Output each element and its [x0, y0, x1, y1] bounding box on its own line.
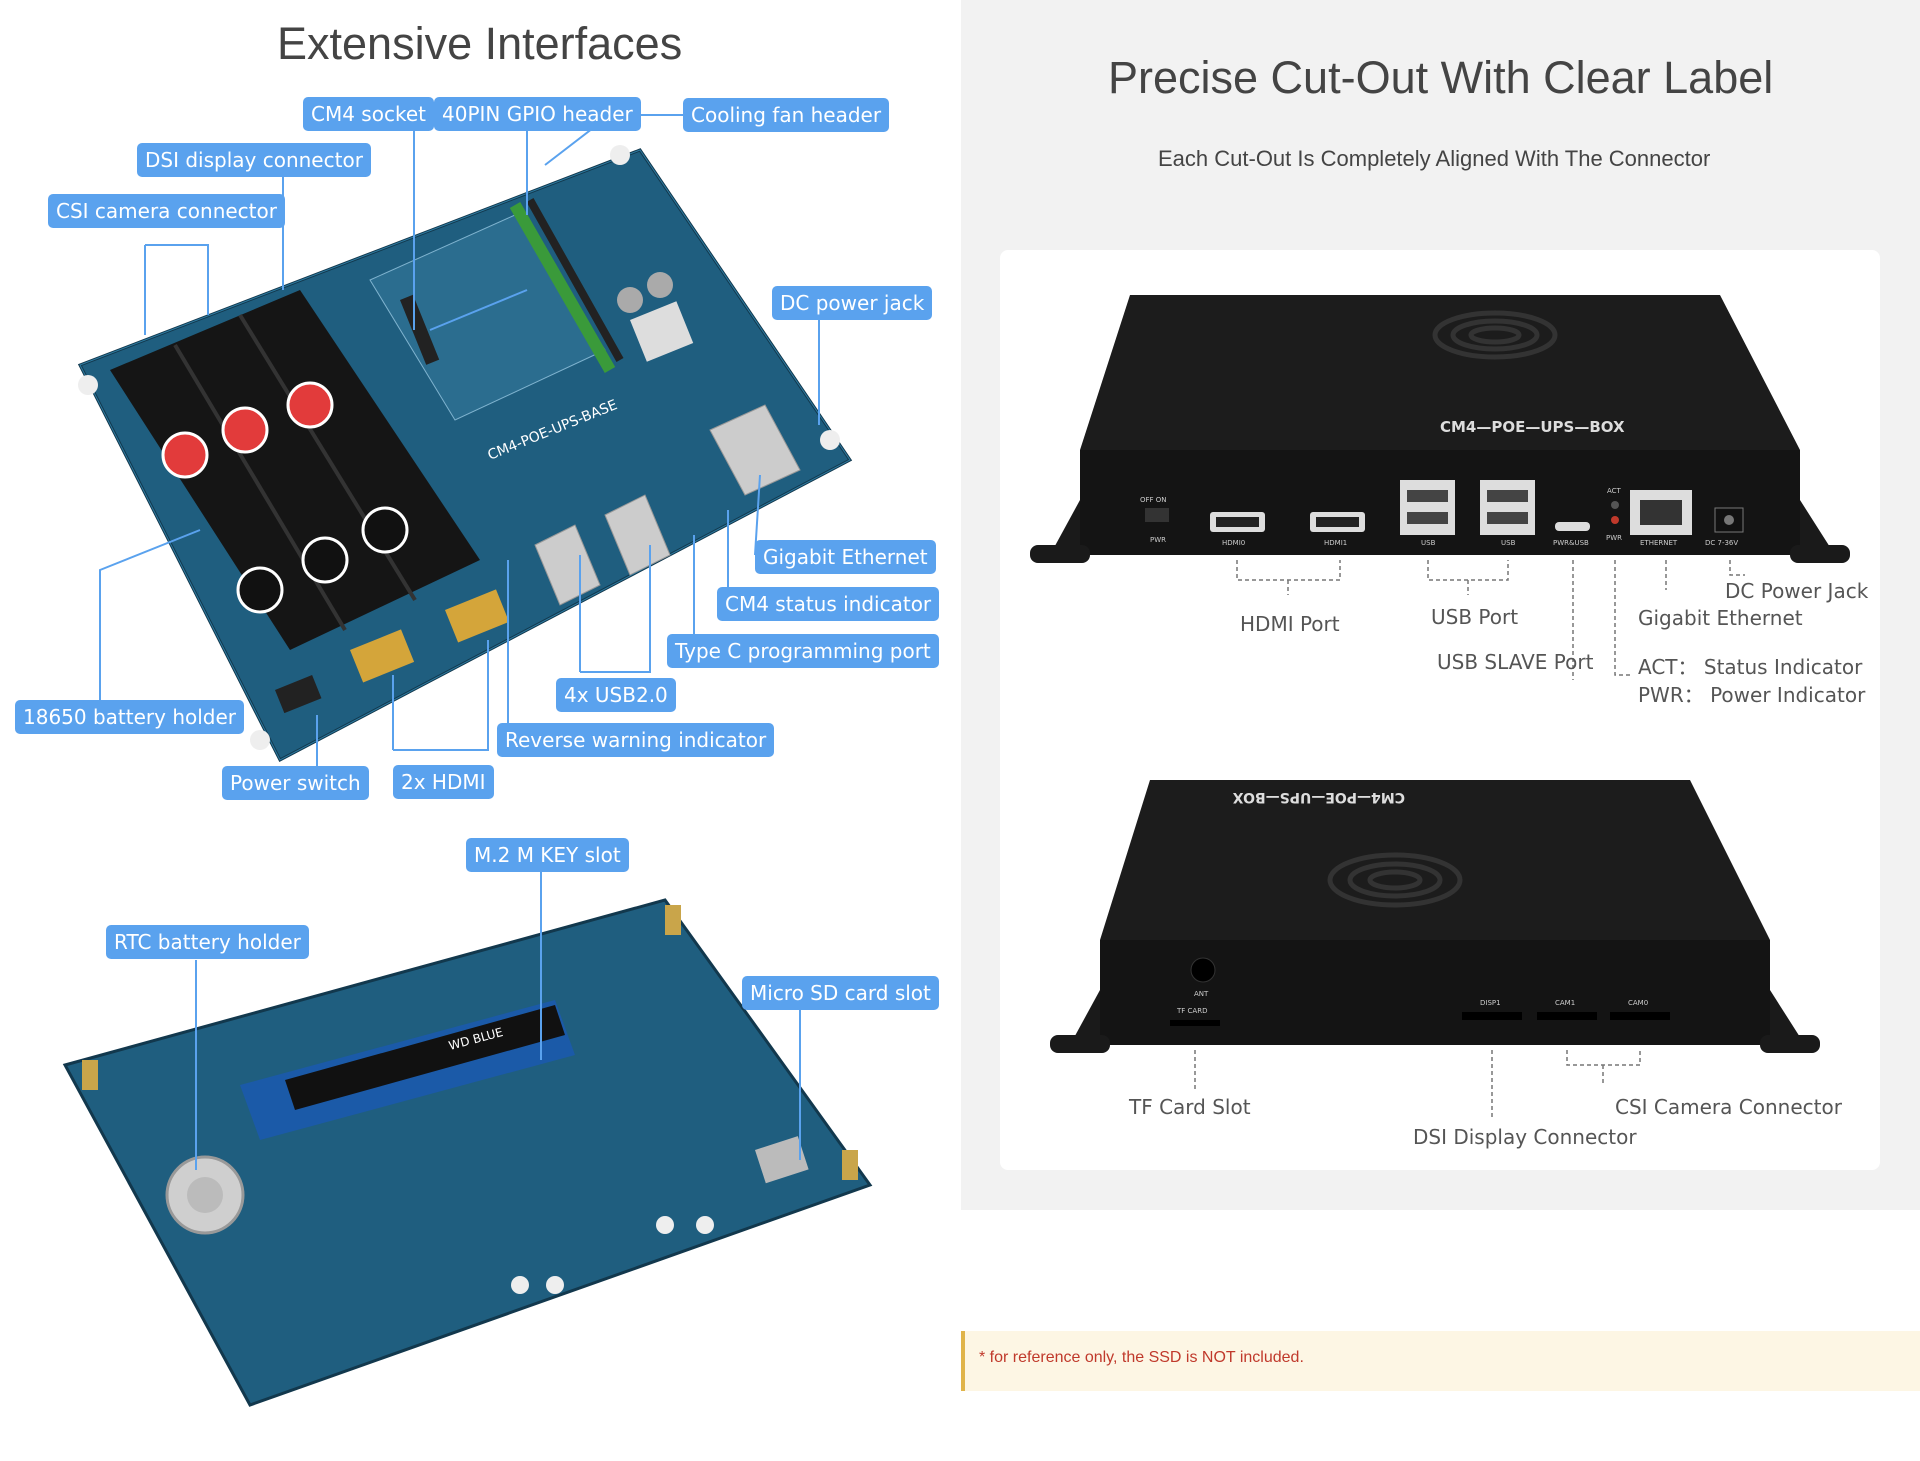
tag-rtc-battery: RTC battery holder	[106, 925, 309, 959]
silk-pwr-led: PWR	[1606, 534, 1622, 542]
back-box-name: CM4—POE—UPS—BOX	[1233, 789, 1405, 805]
tag-reverse-warning: Reverse warning indicator	[497, 723, 775, 757]
tag-cm4-status: CM4 status indicator	[717, 587, 940, 621]
tag-csi-camera: CSI camera connector	[48, 194, 285, 228]
label-usb-slave: USB SLAVE Port	[1437, 650, 1594, 674]
bottom-pcb-board	[62, 898, 873, 1407]
label-csi-camera: CSI Camera Connector	[1615, 1095, 1842, 1119]
tag-cooling-fan: Cooling fan header	[683, 98, 890, 132]
tag-usb: 4x USB2.0	[556, 678, 676, 712]
silk-ant: ANT	[1194, 990, 1209, 998]
tag-cm4-socket: CM4 socket	[303, 97, 434, 131]
silk-off-on: OFF ON	[1140, 496, 1167, 504]
precise-cutout-subtitle: Each Cut-Out Is Completely Aligned With …	[1158, 146, 1711, 171]
case-illustrations: CM4—POE—UPS—BOX OFF ON PWR HDMI0 HDMI1 U…	[1030, 295, 1850, 1120]
silk-ethernet: ETHERNET	[1640, 539, 1678, 547]
tag-gpio-header: 40PIN GPIO header	[434, 97, 641, 131]
battery-holder-shape	[110, 290, 480, 650]
silk-dc: DC 7-36V	[1705, 539, 1738, 547]
silk-pwr-usb: PWR&USB	[1553, 539, 1589, 547]
front-box-name: CM4—POE—UPS—BOX	[1440, 418, 1625, 436]
tag-m2-slot: M.2 M KEY slot	[466, 838, 629, 872]
tag-dsi-display: DSI display connector	[137, 143, 371, 177]
front-case-top	[1080, 295, 1800, 450]
board-illustrations: CM4-POE-UPS-BASE WD BLUE	[62, 114, 873, 1407]
label-act: ACT： Status Indicator	[1638, 655, 1863, 679]
silk-hdmi0: HDMI0	[1222, 539, 1245, 547]
silk-pwr-switch: PWR	[1150, 536, 1166, 544]
silk-usb-b: USB	[1501, 539, 1516, 547]
tag-power-switch: Power switch	[222, 766, 369, 800]
silk-tf-card: TF CARD	[1176, 1007, 1207, 1015]
tag-dc-power-jack: DC power jack	[772, 286, 933, 320]
label-tf-card-slot: TF Card Slot	[1129, 1095, 1251, 1119]
label-pwr: PWR： Power Indicator	[1638, 683, 1866, 707]
label-hdmi-port: HDMI Port	[1240, 612, 1340, 636]
silk-act: ACT	[1607, 487, 1622, 495]
tag-battery-holder: 18650 battery holder	[15, 700, 245, 734]
tag-gigabit-ethernet: Gigabit Ethernet	[755, 540, 936, 574]
tag-hdmi: 2x HDMI	[393, 765, 494, 799]
silk-cam0: CAM0	[1628, 999, 1648, 1007]
label-usb-port: USB Port	[1431, 605, 1519, 629]
label-dc-power-jack: DC Power Jack	[1725, 579, 1869, 603]
extensive-interfaces-title: Extensive Interfaces	[277, 18, 683, 69]
silk-disp1: DISP1	[1480, 999, 1501, 1007]
tag-micro-sd: Micro SD card slot	[742, 976, 939, 1010]
label-gigabit-ethernet: Gigabit Ethernet	[1638, 606, 1803, 630]
reference-note: * for reference only, the SSD is NOT inc…	[961, 1331, 1920, 1391]
tag-type-c: Type C programming port	[667, 634, 939, 668]
silk-hdmi1: HDMI1	[1324, 539, 1347, 547]
reference-note-text: * for reference only, the SSD is NOT inc…	[979, 1349, 1304, 1366]
silk-cam1: CAM1	[1555, 999, 1575, 1007]
label-dsi-display: DSI Display Connector	[1413, 1125, 1637, 1149]
precise-cutout-title: Precise Cut-Out With Clear Label	[1108, 52, 1774, 103]
back-case-face	[1100, 940, 1770, 1045]
silk-usb-a: USB	[1421, 539, 1436, 547]
